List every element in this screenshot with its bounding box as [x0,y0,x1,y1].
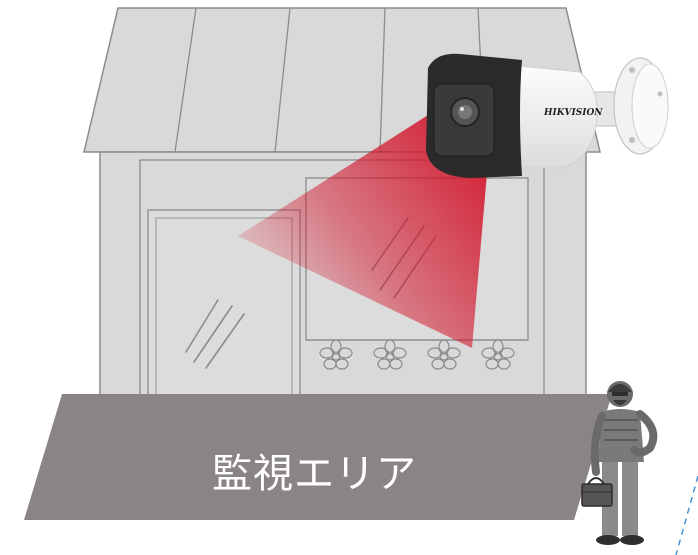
monitoring-area [24,394,612,520]
person-with-briefcase-icon [581,381,658,545]
camera-mount [585,57,669,155]
camera-beam [238,110,490,348]
dashed-guide-line [675,475,698,555]
flower-icon [373,339,407,370]
flower-icon [427,339,461,370]
flower-box [319,339,515,370]
monitoring-area-label: 監視エリア [212,451,417,497]
briefcase-icon [581,477,613,507]
bullet-camera-icon: HIKVISION [426,53,669,178]
window-glare [185,299,245,369]
flower-icon [319,339,353,370]
flower-icon [481,339,515,370]
camera-brand: HIKVISION [543,108,603,118]
